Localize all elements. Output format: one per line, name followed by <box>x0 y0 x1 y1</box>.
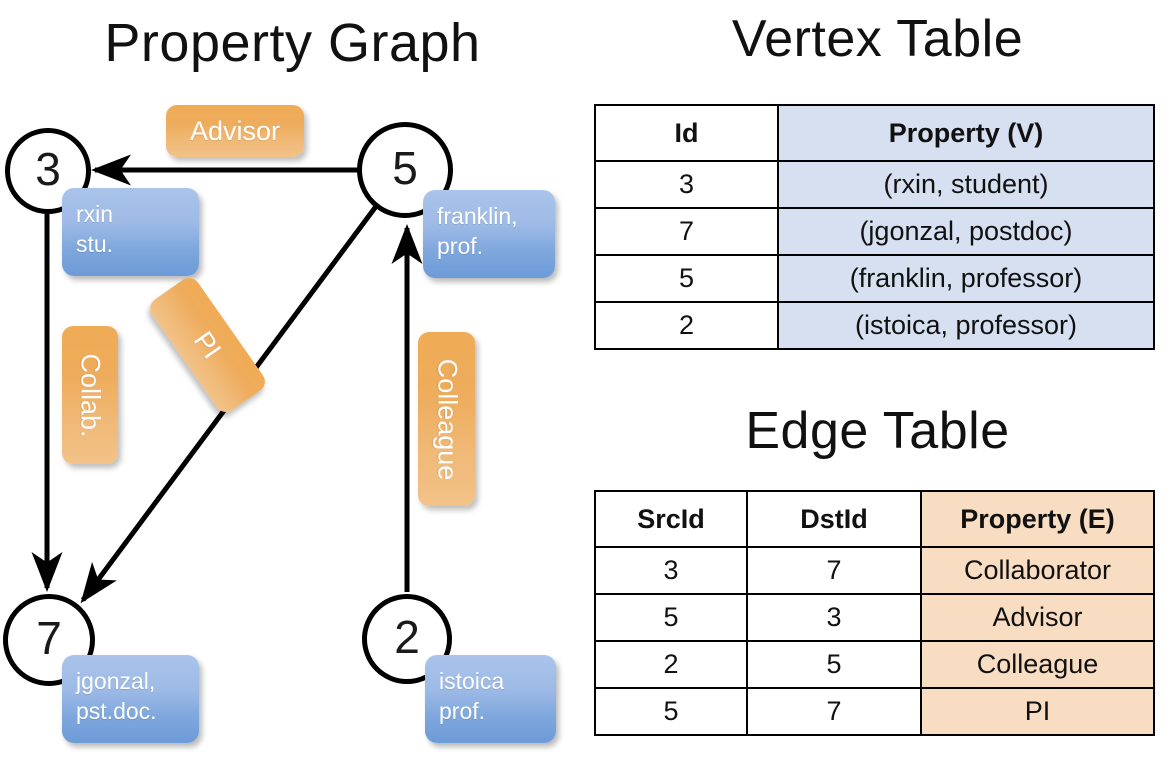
graph-node-7-label: 7 <box>36 612 62 664</box>
vertex-cell-property: (istoica, professor) <box>777 301 1155 350</box>
vertex-property-callout-7-line1: jgonzal, <box>76 668 156 694</box>
edge-cell-srcid: 2 <box>594 640 748 689</box>
table-row[interactable]: 3 (rxin, student) <box>594 160 1155 209</box>
edge-table-header-row: SrcId DstId Property (E) <box>594 490 1155 548</box>
edge-cell-property: Colleague <box>920 640 1155 689</box>
edge-label-pi-text: PI <box>188 325 228 364</box>
vertex-property-callout-3-line2: stu. <box>76 231 114 257</box>
graph-node-3-label: 3 <box>35 143 61 195</box>
table-row[interactable]: 3 7 Collaborator <box>594 546 1155 595</box>
edge-cell-srcid: 5 <box>594 687 748 736</box>
table-row[interactable]: 2 (istoica, professor) <box>594 301 1155 350</box>
vertex-cell-property: (jgonzal, postdoc) <box>777 207 1155 256</box>
graph-node-5[interactable]: 5 <box>357 122 453 218</box>
edge-cell-srcid: 3 <box>594 546 748 595</box>
edge-cell-property: Collaborator <box>920 546 1155 595</box>
edge-label-advisor-text: Advisor <box>189 115 281 146</box>
table-row[interactable]: 5 (franklin, professor) <box>594 254 1155 303</box>
table-row[interactable]: 7 (jgonzal, postdoc) <box>594 207 1155 256</box>
vertex-property-callout-5-line1: franklin, <box>437 203 518 229</box>
vertex-property-callout-3: rxin stu. <box>62 188 199 276</box>
vertex-cell-id: 7 <box>594 207 779 256</box>
vertex-cell-id: 2 <box>594 301 779 350</box>
vertex-cell-property: (rxin, student) <box>777 160 1155 209</box>
graph-node-2-label: 2 <box>394 611 420 663</box>
edge-cell-property: PI <box>920 687 1155 736</box>
edge-cell-dstid: 3 <box>746 593 922 642</box>
graph-node-2[interactable]: 2 <box>362 594 452 684</box>
page-title-vertex-table: Vertex Table <box>731 10 1024 68</box>
vertex-property-callout-2-line1: istoica <box>439 668 505 694</box>
vertex-property-callout-5: franklin, prof. <box>423 190 555 278</box>
vertex-cell-id: 3 <box>594 160 779 209</box>
edge-label-colleague: Colleague <box>418 332 475 506</box>
vertex-property-callout-7-line2: pst.doc. <box>76 698 157 724</box>
graph-node-5-label: 5 <box>392 142 418 194</box>
table-row[interactable]: 5 7 PI <box>594 687 1155 736</box>
vertex-table-header-row: Id Property (V) <box>594 104 1155 162</box>
page-title-property-graph: Property Graph <box>104 13 481 73</box>
edge-label-colleague-text: Colleague <box>432 358 462 480</box>
vertex-property-callout-3-line1: rxin <box>76 201 114 227</box>
vertex-property-callout-7: jgonzal, pst.doc. <box>62 655 199 743</box>
table-row[interactable]: 5 3 Advisor <box>594 593 1155 642</box>
edge-table: SrcId DstId Property (E) 3 7 Collaborato… <box>594 490 1155 736</box>
edge-cell-dstid: 5 <box>746 640 922 689</box>
edge-cell-dstid: 7 <box>746 546 922 595</box>
edge-cell-property: Advisor <box>920 593 1155 642</box>
vertex-property-callout-2: istoica prof. <box>425 655 556 743</box>
vertex-cell-property: (franklin, professor) <box>777 254 1155 303</box>
edge-table-header-property: Property (E) <box>920 490 1155 548</box>
edge-cell-dstid: 7 <box>746 687 922 736</box>
vertex-table: Id Property (V) 3 (rxin, student) 7 (jgo… <box>594 104 1155 350</box>
edge-label-collab: Collab. <box>62 326 118 464</box>
vertex-table-header-id: Id <box>594 104 779 162</box>
property-graph-panel: Property Graph 3 5 7 2 <box>3 13 556 743</box>
page-title-edge-table: Edge Table <box>745 402 1010 460</box>
vertex-property-callout-2-line2: prof. <box>439 698 486 724</box>
edge-table-header-dstid: DstId <box>746 490 922 548</box>
edge-table-header-srcid: SrcId <box>594 490 748 548</box>
vertex-cell-id: 5 <box>594 254 779 303</box>
edge-label-collab-text: Collab. <box>75 352 106 438</box>
edge-label-advisor: Advisor <box>166 105 304 157</box>
edge-cell-srcid: 5 <box>594 593 748 642</box>
vertex-property-callout-5-line2: prof. <box>437 233 484 259</box>
table-row[interactable]: 2 5 Colleague <box>594 640 1155 689</box>
vertex-table-header-property: Property (V) <box>777 104 1155 162</box>
